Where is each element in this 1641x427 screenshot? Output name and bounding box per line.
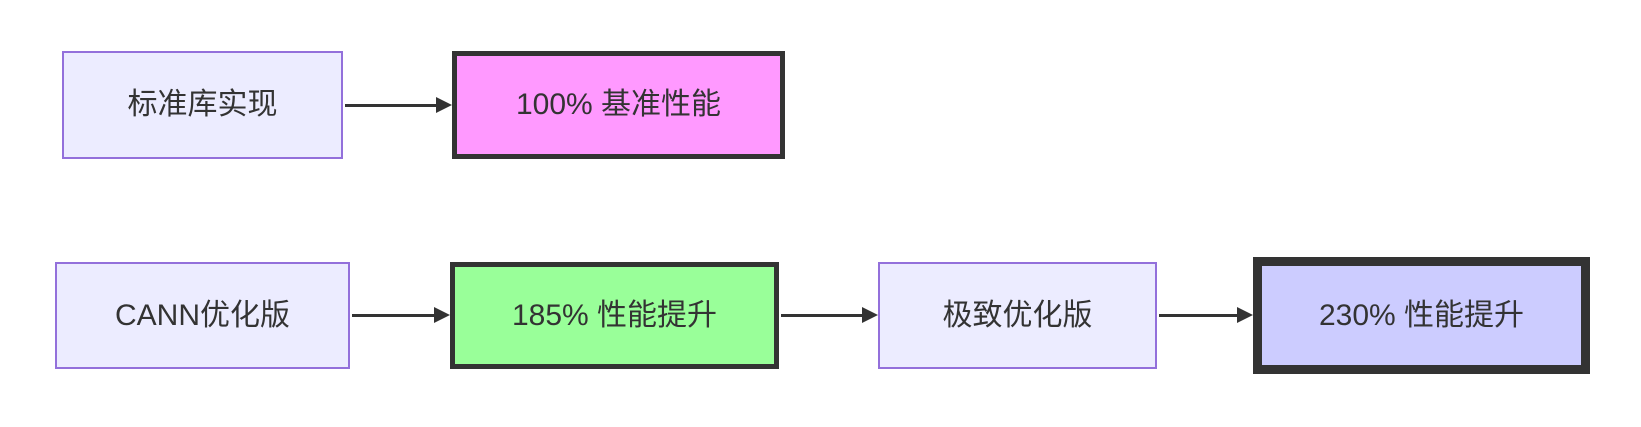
node-230-performance-gain: 230% 性能提升 <box>1253 257 1590 374</box>
node-ultimate-optimized: 极致优化版 <box>878 262 1157 369</box>
arrow-ultimate-to-230 <box>1159 307 1253 323</box>
node-ultimate-optimized-label: 极致优化版 <box>942 298 1093 332</box>
node-baseline-performance: 100% 基准性能 <box>452 51 785 159</box>
node-cann-optimized: CANN优化版 <box>55 262 350 369</box>
arrow-185-to-ultimate <box>781 307 878 323</box>
node-baseline-performance-label: 100% 基准性能 <box>515 88 722 121</box>
node-185-performance-gain: 185% 性能提升 <box>450 262 779 369</box>
node-230-performance-gain-label: 230% 性能提升 <box>1318 298 1525 332</box>
node-185-performance-gain-label: 185% 性能提升 <box>511 298 718 332</box>
arrow-cann-to-185 <box>352 307 450 323</box>
arrow-standard-to-baseline <box>345 97 452 113</box>
node-standard-library-label: 标准库实现 <box>127 88 278 121</box>
node-cann-optimized-label: CANN优化版 <box>114 298 290 332</box>
node-standard-library: 标准库实现 <box>62 51 343 159</box>
